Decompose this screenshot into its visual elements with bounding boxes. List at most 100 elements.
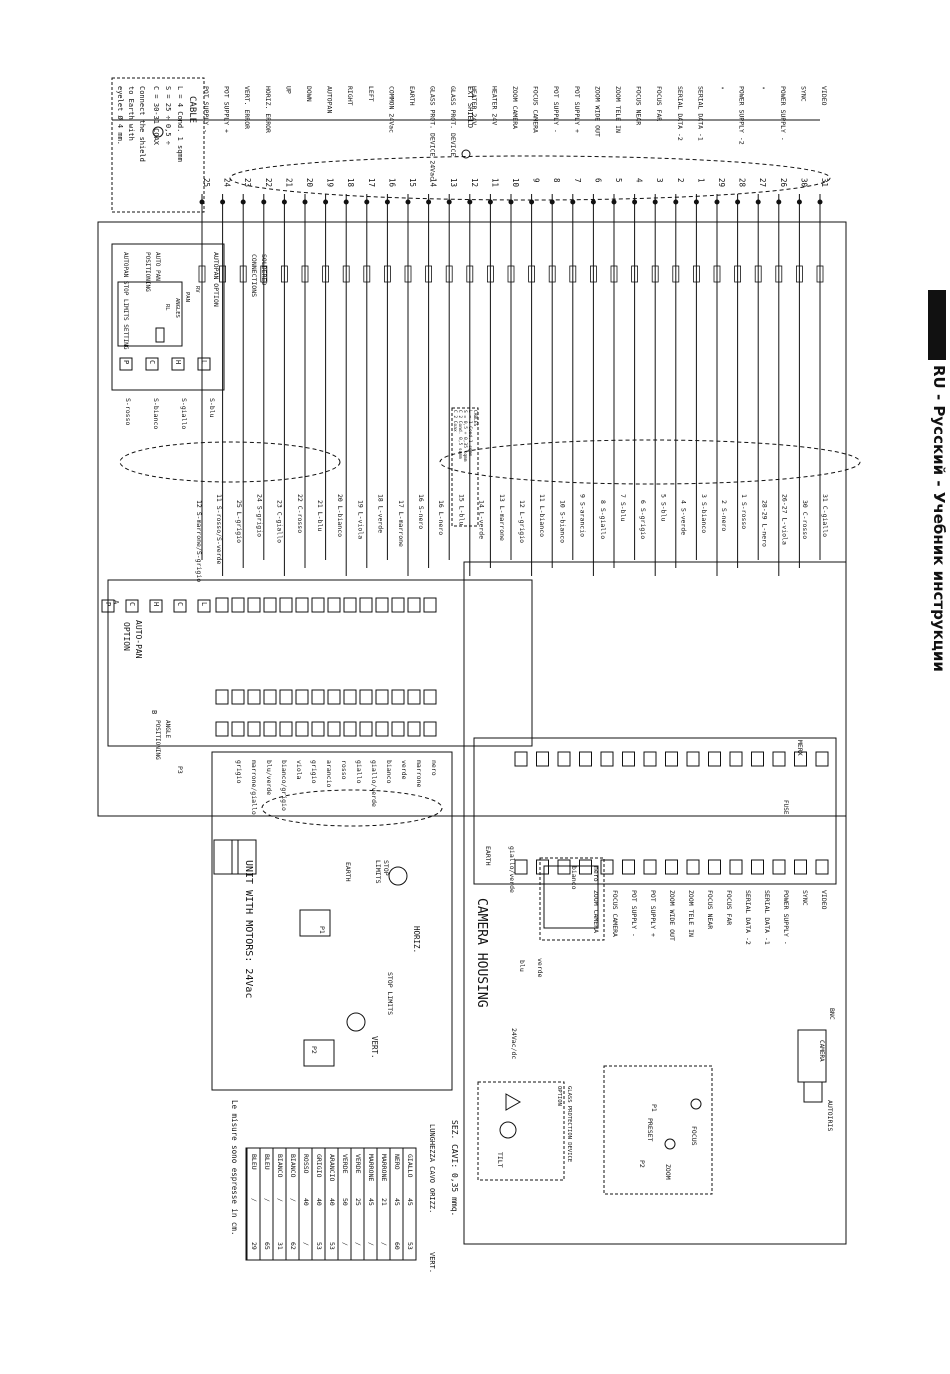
merx-pin-bottom (815, 859, 829, 875)
signal-label: DOWN (305, 86, 313, 102)
table-cell: 60 (393, 1242, 401, 1250)
signal-number: 28 (738, 178, 747, 188)
signal-label: HORIZ. ERROR (264, 86, 272, 133)
junction-dot (714, 199, 720, 205)
autopan-mid-pin-label: P (104, 602, 112, 606)
solder-joint (383, 265, 391, 283)
autopan-mid-sub: OPTION (122, 622, 131, 651)
solder-joint (672, 265, 680, 283)
signal-label: GLASS PROT. DEVICE (449, 86, 457, 157)
signal-number: 10 (511, 178, 520, 188)
merx-board (473, 737, 837, 885)
table-cell: 45 (393, 1198, 401, 1206)
merx-pin-top (600, 751, 614, 767)
cable-bundle-left (119, 441, 341, 483)
signal-label: COMMON 24Vac (387, 86, 395, 133)
merx-pin-bottom (772, 859, 786, 875)
merx-pin-bottom (708, 859, 721, 875)
merx-label: MERX (796, 740, 804, 756)
table-cell: VERDE (354, 1154, 362, 1174)
merx-pin-top (686, 751, 700, 767)
solder-joint (342, 265, 350, 283)
solder-joint (445, 265, 453, 283)
table-cell: NERO (393, 1154, 401, 1170)
terminal-a (311, 597, 325, 613)
wire-label-mid: 12 L-grigio (518, 500, 526, 543)
terminal-a (359, 597, 373, 613)
signal-label: FOCUS CAMERA (532, 86, 540, 133)
table-cell: BIANCO (289, 1154, 297, 1178)
cable-spec-line: C = 30-31 COAX (152, 86, 160, 146)
page-header: RU - Русский - Учебник инструкции (930, 365, 948, 672)
junction-dot (240, 199, 246, 205)
junction-dot (755, 199, 761, 205)
terminal-a (295, 597, 309, 613)
solder-joint (775, 265, 783, 283)
wire-label-mid: 24 S-grigio (255, 494, 263, 537)
heater-left-2 (231, 839, 257, 875)
solder-joint (219, 265, 227, 283)
table-cell: 40 (302, 1198, 310, 1206)
motor-p1: P1 (318, 926, 326, 934)
junction-dot (343, 199, 349, 205)
table-head: ORIZZ. (428, 1188, 436, 1213)
signal-number: 15 (408, 178, 417, 187)
autopan-pin (171, 357, 185, 371)
signal-label: EARTH (408, 86, 416, 106)
autopan-mid-pin-label: C (128, 602, 136, 606)
glass-title: OPTION (556, 1086, 562, 1106)
signal-number: 21 (284, 178, 293, 187)
cable-spec-line: S = 25 ÷ 0,5 ÷ (164, 86, 172, 145)
signal-number: 11 (490, 178, 499, 187)
signal-label: POWER SUPPLY - (779, 86, 787, 141)
terminal-a (391, 597, 405, 613)
autopan-pin-label: C (148, 360, 156, 364)
junction-dot (590, 199, 596, 205)
signal-number: 8 (552, 178, 561, 183)
signal-number: 2 (676, 178, 685, 183)
junction-dot (529, 199, 535, 205)
table-cell: / (354, 1242, 362, 1246)
signal-label: POT SUPPLY + (223, 86, 231, 133)
table-cell: 45 (406, 1198, 414, 1206)
table-cell: ROSSO (302, 1154, 310, 1174)
autopan-mid-pot: P3 (176, 766, 184, 774)
junction-dot (467, 199, 473, 205)
autopan-misc: PAN (184, 292, 190, 302)
vert-motor-icon (346, 1012, 366, 1032)
autopan-sub: AUTOPAN STOP LIMITS SETTING (122, 252, 129, 350)
wire-label-mid: 16 S-nero (417, 494, 425, 529)
table-cell: VERDE (341, 1154, 349, 1174)
solder-joint (507, 265, 515, 283)
camera-label: CAMERA (818, 1040, 825, 1062)
solder-joint (590, 265, 597, 283)
signal-label: FOCUS FAR (655, 86, 663, 121)
table-cell: / (367, 1242, 375, 1246)
signal-label: RIGHT (346, 86, 354, 106)
signal-number: 3 (655, 178, 664, 183)
camera-zoom: ZOOM (664, 1164, 672, 1180)
terminal-b (359, 689, 373, 705)
cables-box-line: C 2 Cond. 0,5 sqmm (457, 410, 463, 459)
merx-pin-bottom (622, 859, 635, 875)
signal-label: VERT. ERROR (243, 86, 251, 129)
signal-label: ZOOM TELE IN (614, 86, 622, 133)
autopan-inner-label: AUTO PAN (154, 252, 161, 281)
ext-shield-label: EXT SHIELD (466, 86, 474, 128)
signal-label: " (758, 86, 766, 90)
autopan-mid-box (107, 579, 533, 747)
table-cell: 40 (315, 1198, 323, 1206)
signal-label: POT SUPPLY + (573, 86, 581, 133)
merx-pin-top (622, 751, 635, 767)
junction-dot (652, 199, 658, 205)
motor-title: UNIT WITH MOTORS: 24Vac (243, 860, 254, 998)
main-control-box (97, 221, 847, 817)
terminal-a (279, 597, 293, 613)
housing-signal-label: SERIAL DATA -2 (744, 890, 752, 945)
signal-number: 26 (779, 178, 788, 188)
table-cell: 65 (263, 1242, 271, 1250)
solder-joint (816, 265, 824, 283)
autopan-pin-label: L (200, 360, 208, 364)
junction-dot (817, 199, 823, 205)
glass-volt: 24Vac/dc (510, 1028, 518, 1059)
